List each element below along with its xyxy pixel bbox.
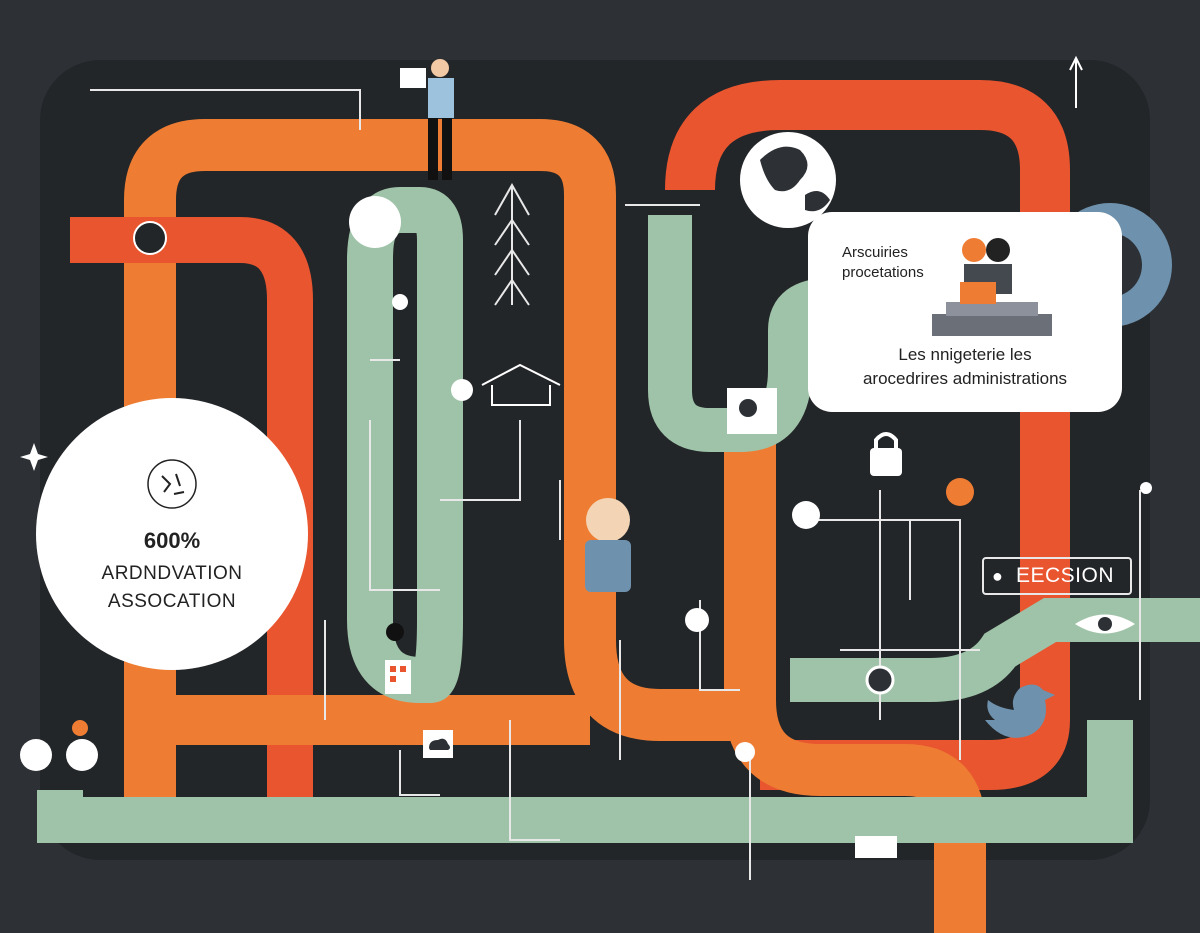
orange-pipe-left [124,119,750,830]
house-icon [481,363,561,406]
fast-forward-icon [855,836,897,858]
eye-icon [1075,614,1135,634]
bubble-bottom-line-1: Les nnigeterie les [898,345,1032,364]
decision-label: EECSION [1016,564,1115,587]
clock-icon [685,608,709,632]
decision-box: ● EECSION [982,557,1132,595]
green-pipe-center [347,187,463,703]
person-at-pipe [385,623,411,694]
globe-icon [740,132,836,228]
association-line-2: ASSOCATION [107,591,237,612]
cloud-icon [423,730,453,758]
speech-bubble: Arscuiries procetations Les nnigeterie l… [808,212,1122,412]
ts-badge [349,196,401,248]
plus-icon [451,379,473,401]
small-gear-icon [865,665,895,695]
person-icons-left [20,720,98,771]
handshake-icon [946,478,974,506]
people-at-laptop-icon [932,238,1052,336]
green-pipe-bottom [37,720,1133,843]
red-pipe-left [70,217,313,820]
apple-icon: ● [992,566,1003,586]
avatar-badge [133,221,167,255]
bubble-top-line-1: Arscuiries [842,244,908,261]
pin-icon [735,742,755,762]
association-logo-icon [147,459,197,509]
twitter-bird-icon [985,684,1055,738]
bubble-top-line-2: procetations [842,264,924,281]
cartoon-character [585,498,631,592]
star-icon [20,443,48,471]
percent-value: 600% [143,528,201,553]
node-dot [1140,482,1152,494]
association-circle-card: 600% ARDNDVATION ASSOCATION [36,398,308,670]
association-line-1: ARDNDVATION [101,563,243,584]
arrow-up-icon [1069,55,1083,108]
keyhole-icon [392,294,408,310]
padlock-icon [870,432,902,476]
bubble-bottom-line-2: arocedrires administrations [862,369,1068,388]
person-holding-sign [400,59,454,180]
red-pipe-right [665,80,1070,790]
compass-icon [792,501,820,529]
video-camera-icon [727,388,777,434]
green-pipe-decision [790,598,1200,702]
arrow-tree-icon [494,182,530,306]
